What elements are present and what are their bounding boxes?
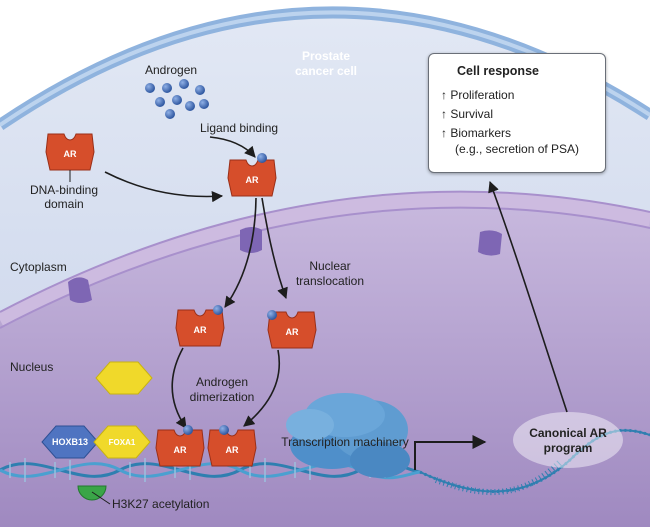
ar-nuclear-right: AR xyxy=(267,310,317,349)
nuclear-envelope xyxy=(0,191,650,328)
response-item-proliferation: ↑ Proliferation xyxy=(441,87,515,102)
nuclear-pore xyxy=(240,227,262,253)
h3k27-pointer xyxy=(91,491,111,505)
response-item-survival: ↑ Survival xyxy=(441,106,494,121)
arrow-translocation-left xyxy=(224,197,257,308)
cell-response-title: Cell response xyxy=(457,64,539,78)
androgen-dimerization-label-line2: dimerization xyxy=(190,390,255,404)
transcription-start-arrow xyxy=(414,435,487,470)
hoxb13-hexagon: HOXB13 xyxy=(41,425,99,459)
ar-dimer-right: AR xyxy=(207,425,257,467)
response-item-biomarkers: ↑ Biomarkers xyxy=(441,125,512,140)
transcription-machinery-label: Transcription machinery xyxy=(281,435,409,449)
arrow-ar-to-bound xyxy=(104,171,224,203)
ar-dimer-left: AR xyxy=(155,425,205,467)
androgen-molecules xyxy=(145,79,209,119)
arrow-ligand-binding xyxy=(209,136,256,158)
cell-response-box: Cell response ↑ Proliferation ↑ Survival… xyxy=(428,53,606,173)
dna-binding-domain-label-line2: domain xyxy=(44,197,83,211)
dna-binding-domain-label-line1: DNA-binding xyxy=(30,183,98,197)
svg-text:AR: AR xyxy=(64,149,77,159)
canonical-program-label-line1: Canonical AR xyxy=(529,426,607,440)
arrow-translocation-right xyxy=(261,197,288,300)
canonical-program-label-line2: program xyxy=(544,441,593,455)
ar-bound: AR xyxy=(227,153,277,197)
ar-unbound: AR xyxy=(45,133,95,171)
nuclear-pore xyxy=(68,277,92,303)
svg-text:AR: AR xyxy=(174,445,187,455)
arrow-to-cell-response xyxy=(488,180,568,413)
nuclear-envelope-inner-line xyxy=(0,206,650,329)
nuclear-translocation-label-line1: Nuclear xyxy=(309,259,350,273)
androgen-dimerization-label-line1: Androgen xyxy=(196,375,248,389)
svg-text:AR: AR xyxy=(246,175,259,185)
svg-text:AR: AR xyxy=(194,325,207,335)
nuclear-pore xyxy=(478,230,502,256)
response-item-biomarkers-detail: (e.g., secretion of PSA) xyxy=(455,141,580,156)
nucleus-label: Nucleus xyxy=(10,360,53,374)
arrow-dimerization-right xyxy=(243,349,280,427)
nuclear-translocation-label-line2: translocation xyxy=(296,274,364,288)
svg-text:AR: AR xyxy=(286,327,299,337)
canonical-glow xyxy=(513,412,623,468)
transcription-machinery xyxy=(286,393,410,478)
arrow-dimerization-left xyxy=(171,347,187,429)
androgen-label: Androgen xyxy=(145,63,197,77)
foxa1-hexagon-free xyxy=(95,361,153,395)
h3k27-label: H3K27 acetylation xyxy=(112,497,209,511)
ar-nuclear-left: AR xyxy=(175,305,225,347)
foxa1-hexagon: FOXA1 xyxy=(93,425,151,459)
svg-text:HOXB13: HOXB13 xyxy=(52,437,88,447)
nuclear-envelope-outer-line xyxy=(0,190,650,313)
cell-label-line2: cancer cell xyxy=(295,64,357,78)
ligand-binding-label: Ligand binding xyxy=(200,121,278,135)
svg-text:FOXA1: FOXA1 xyxy=(109,438,136,447)
cytoplasm-label: Cytoplasm xyxy=(10,260,67,274)
svg-text:AR: AR xyxy=(226,445,239,455)
cell-label-line1: Prostate xyxy=(302,49,350,63)
